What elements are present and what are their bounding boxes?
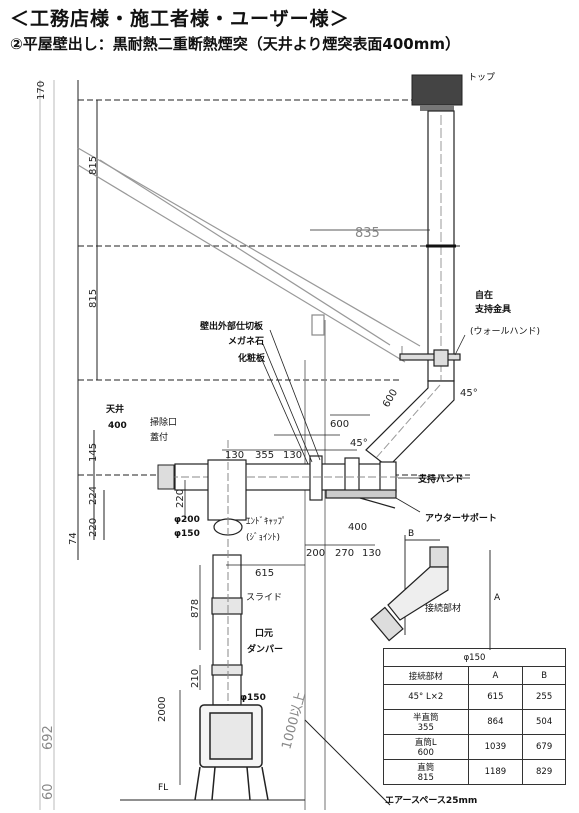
ceiling-label: 天井 bbox=[106, 403, 124, 415]
damper-label-2: ダンパー bbox=[247, 643, 283, 655]
dim-600-diagonal: 600 bbox=[381, 387, 400, 409]
dim-130-a: 130 bbox=[225, 450, 244, 461]
dim-200: 200 bbox=[306, 548, 325, 559]
dim-220-left: 220 bbox=[88, 518, 99, 537]
dim-130-b: 130 bbox=[283, 450, 302, 461]
phi150-stove-label: φ150 bbox=[240, 693, 266, 703]
table-header: A bbox=[467, 666, 524, 685]
support-band-label: 支持バンド bbox=[417, 473, 463, 485]
dim-170: 170 bbox=[36, 81, 47, 100]
dim-878: 878 bbox=[190, 599, 201, 618]
dim-45-upper: 45° bbox=[460, 388, 478, 399]
phi150-label: φ150 bbox=[174, 529, 200, 539]
outer-support-label: アウターサポート bbox=[425, 512, 497, 524]
dim-600-horizontal: 600 bbox=[330, 419, 349, 430]
bracket-label-3: (ウォールハンド) bbox=[470, 326, 540, 337]
dim-835: 835 bbox=[355, 226, 380, 241]
wall-plate-label: 壁出外部仕切板 bbox=[200, 320, 264, 332]
table-header: 接続部材 bbox=[383, 666, 469, 685]
dim-45-lower: 45° bbox=[350, 438, 368, 449]
table-cell: 1039 bbox=[467, 734, 524, 760]
page-subtitle: ②平屋壁出し：黒耐熱二重断熱煙突（天井より煙突表面400mm） bbox=[10, 35, 460, 53]
inset-part-label: 接続部材 bbox=[425, 602, 461, 614]
ceiling-400-label: 400 bbox=[108, 421, 127, 431]
table-cell: 829 bbox=[522, 759, 566, 785]
fl-label: FL bbox=[158, 783, 168, 793]
cleanout-label-1: 掃除口 bbox=[150, 416, 177, 428]
dim-220: 220 bbox=[175, 489, 186, 508]
table-cell: 1189 bbox=[467, 759, 524, 785]
table-row: 直筒 815 1189 829 bbox=[383, 759, 566, 785]
table-row: 45° L×2 615 255 bbox=[383, 684, 566, 710]
megane-label: メガネ石 bbox=[228, 335, 264, 347]
phi200-label: φ200 bbox=[174, 515, 200, 525]
end-cap-label-1: ｴﾝﾄﾞｷｬｯﾌﾟ bbox=[246, 516, 287, 527]
dim-400: 400 bbox=[348, 522, 367, 533]
top-label: トップ bbox=[468, 72, 495, 83]
page-title: ＜工務店様・施工者様・ユーザー様＞ bbox=[10, 8, 350, 30]
dim-815-lower: 815 bbox=[88, 289, 99, 308]
damper-label-1: 口元 bbox=[255, 628, 273, 639]
bracket-label-2: 支持金具 bbox=[474, 303, 511, 315]
table-cell: 504 bbox=[522, 709, 566, 735]
table-title: φ150 bbox=[383, 648, 566, 667]
table-header: B bbox=[522, 666, 566, 685]
table-cell: 直筒 815 bbox=[383, 759, 469, 785]
slide-label: スライド bbox=[246, 592, 282, 603]
air-space-label: エアースペース25mm bbox=[385, 795, 477, 806]
table-cell: 半直筒 355 bbox=[383, 709, 469, 735]
table-cell: 679 bbox=[522, 734, 566, 760]
cleanout-label-2: 蓋付 bbox=[150, 431, 168, 443]
inset-a-label: A bbox=[494, 593, 501, 603]
dim-210: 210 bbox=[190, 669, 201, 688]
bracket-label-1: 自在 bbox=[475, 289, 493, 301]
dim-60: 60 bbox=[41, 783, 56, 800]
cosmetic-board-label: 化粧板 bbox=[238, 352, 266, 364]
table-cell: 45° L×2 bbox=[383, 684, 469, 710]
dim-145: 145 bbox=[88, 443, 99, 462]
inset-b-label: B bbox=[408, 529, 414, 539]
dim-815-upper: 815 bbox=[88, 156, 99, 175]
end-cap-label-2: (ｼﾞｮｲﾝﾄ) bbox=[246, 532, 280, 543]
table-cell: 615 bbox=[467, 684, 524, 710]
dim-2000: 2000 bbox=[157, 697, 168, 722]
dim-355: 355 bbox=[255, 450, 274, 461]
dim-224: 224 bbox=[88, 486, 99, 505]
dim-270: 270 bbox=[335, 548, 354, 559]
table-row: 半直筒 355 864 504 bbox=[383, 709, 566, 735]
table-row: 直筒L 600 1039 679 bbox=[383, 734, 566, 760]
dim-130-c: 130 bbox=[362, 548, 381, 559]
table-cell: 255 bbox=[522, 684, 566, 710]
table-cell: 直筒L 600 bbox=[383, 734, 469, 760]
dim-615: 615 bbox=[255, 568, 274, 579]
dim-74: 74 bbox=[68, 532, 79, 545]
table-cell: 864 bbox=[467, 709, 524, 735]
dim-692: 692 bbox=[41, 725, 56, 750]
dimension-table: φ150 接続部材 A B 45° L×2 615 255 半直筒 355 86… bbox=[383, 648, 566, 785]
